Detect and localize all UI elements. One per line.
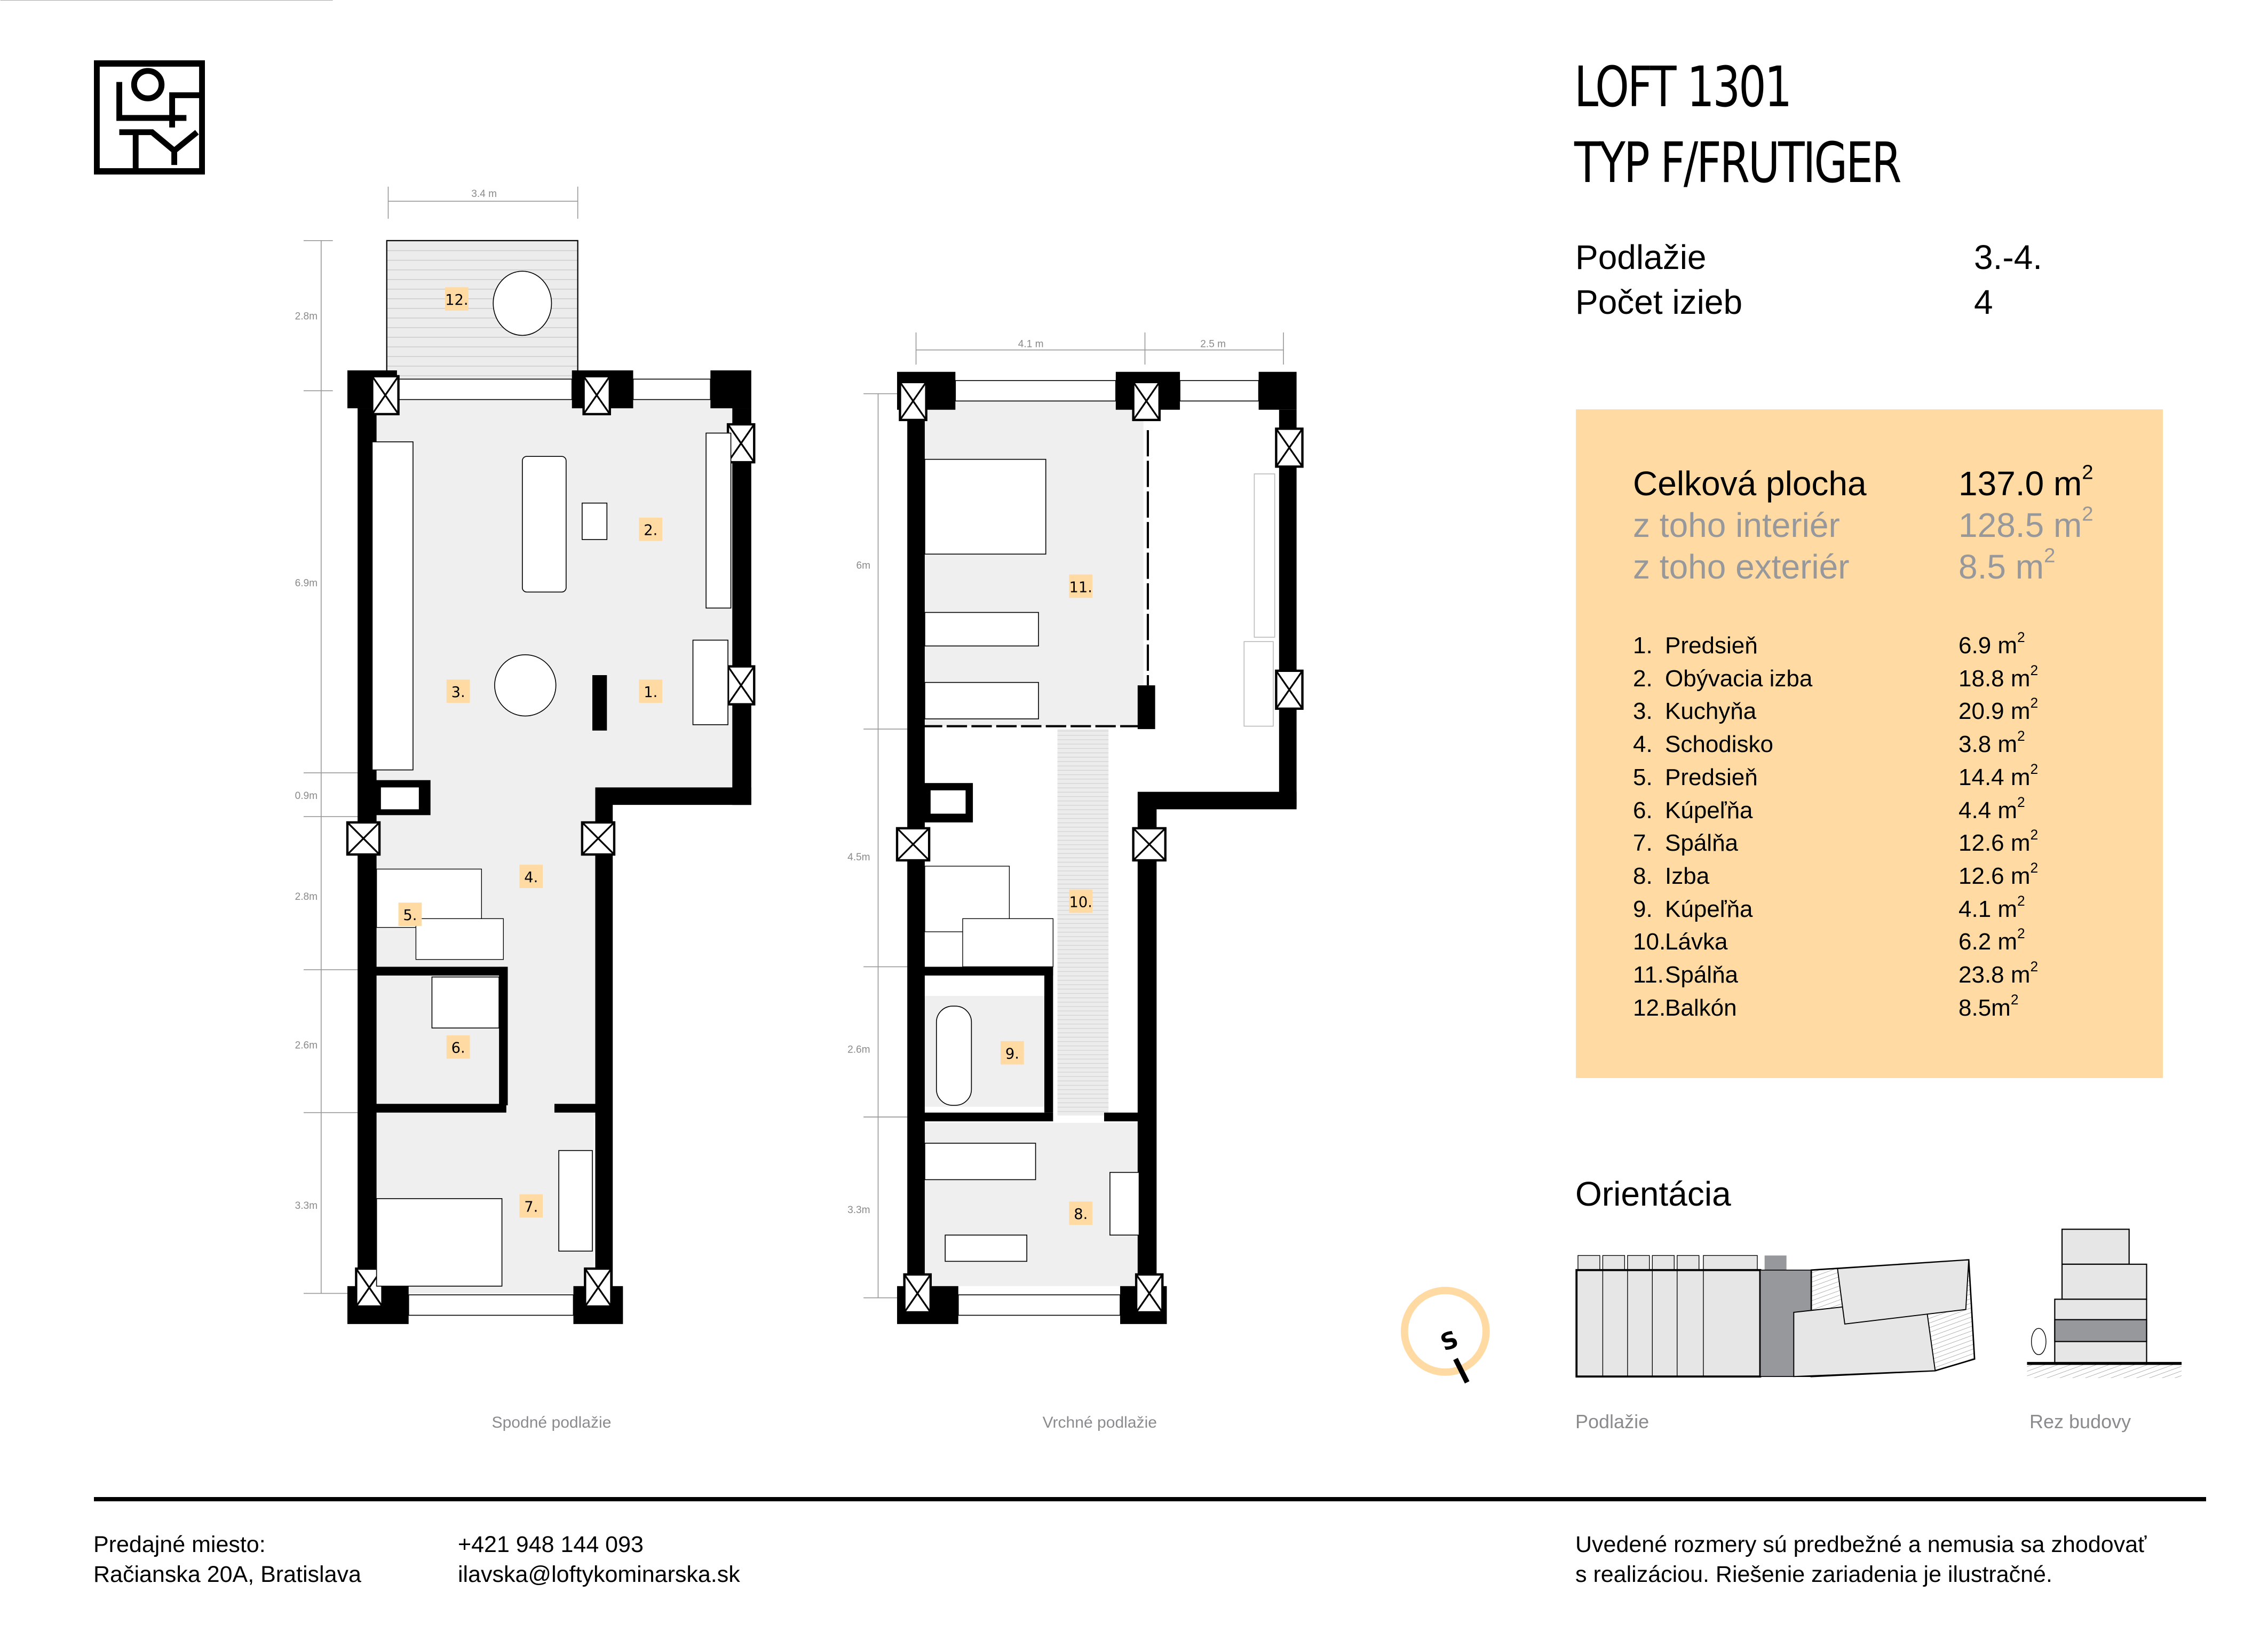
svg-text:5.: 5. [403,907,417,924]
svg-text:4.: 4. [524,869,538,886]
building-floor-diagram [1575,1255,1976,1378]
walkway [1057,729,1109,1116]
exterior-area-row: z toho exteriér 8.5 m2 [1633,544,2093,588]
svg-text:10.: 10. [1069,894,1092,910]
svg-text:4.1 m: 4.1 m [1018,338,1044,350]
lofty-logo [94,60,205,175]
orientation-heading: Orientácia [1575,1175,1731,1213]
interior-area-row: z toho interiér 128.5 m2 [1633,504,2093,546]
svg-text:2.6m: 2.6m [847,1044,870,1056]
area-panel: Celková plocha 137.0 m2 z toho interiér … [1576,409,2163,1078]
disclaimer-line-1: Uvedené rozmery sú predbežné a nemusia s… [1575,1532,2147,1557]
svg-text:3.3m: 3.3m [295,1200,318,1212]
lower-stairs [376,868,504,960]
upper-furniture [924,458,1140,1262]
meta-value: 4 [1974,283,1993,321]
interior-area-value: 128.5 m2 [1958,502,2093,544]
meta-floor-row: Podlažie 3.-4. [1575,235,2042,280]
disclaimer: Uvedené rozmery sú predbežné a nemusia s… [1575,1530,2146,1589]
lower-dimension-lines [0,0,578,1294]
exterior-area-label: z toho exteriér [1633,548,1850,586]
svg-text:12.: 12. [445,292,468,308]
interior-area-label: z toho interiér [1633,506,1840,544]
meta-label: Podlažie [1575,238,1707,276]
email-link[interactable]: ilavska@loftykominarska.sk [458,1562,740,1587]
lower-floor-caption: Spodné podlažie [492,1414,612,1431]
building-section-diagram [2027,1229,2182,1378]
upper-floor-caption: Vrchné podlažie [1043,1414,1157,1431]
phone-link[interactable]: +421 948 144 093 [458,1532,644,1557]
svg-text:1.: 1. [644,684,657,701]
svg-text:2.8m: 2.8m [295,311,318,322]
svg-text:3.3m: 3.3m [847,1205,870,1216]
upper-dimension-labels: 4.1 m 2.5 m 6m 4.5m 2.6m 3.3m [847,338,1226,1216]
sales-address: Račianska 20A, Bratislava [93,1562,361,1587]
svg-text:6.: 6. [451,1040,465,1057]
svg-text:2.6m: 2.6m [295,1040,318,1051]
svg-text:4.5m: 4.5m [847,852,870,863]
svg-text:3.: 3. [451,684,465,701]
meta-value: 3.-4. [1974,238,2043,276]
floor-diagram-caption: Podlažie [1575,1411,1650,1432]
upper-floor-plan: 4.1 m 2.5 m 6m 4.5m 2.6m 3.3m [847,332,1302,1431]
compass-south-letter: S [1437,1325,1462,1357]
area-summary: Celková plocha 137.0 m2 z toho interiér … [1633,461,2093,588]
title-line-1: LOFT 1301 [1574,54,1792,120]
title-line-2: TYP F/FRUTIGER [1574,130,1902,195]
total-area-row: Celková plocha 137.0 m2 [1633,461,2093,504]
total-area-label: Celková plocha [1633,464,1867,503]
exterior-area-value: 8.5 m2 [1958,544,2056,586]
sales-point: Predajné miesto: Račianska 20A, Bratisla… [93,1530,361,1589]
section-diagram-caption: Rez budovy [2029,1411,2131,1432]
lower-furniture [371,432,732,1287]
svg-text:2.: 2. [644,522,657,539]
meta-label: Počet izieb [1575,283,1743,321]
lower-room-labels: 12. 2. 3. 1. 4. 5. 6. 7. [398,287,663,1218]
svg-text:8.: 8. [1074,1206,1088,1223]
sales-label: Predajné miesto: [93,1532,266,1557]
balcony-table [493,271,552,336]
svg-text:11.: 11. [1069,579,1092,596]
svg-text:2.8m: 2.8m [295,891,318,902]
svg-text:2.5 m: 2.5 m [1200,338,1226,350]
svg-text:9.: 9. [1005,1046,1019,1063]
svg-text:6m: 6m [857,560,871,572]
svg-text:3.4 m: 3.4 m [471,188,497,200]
disclaimer-line-2: s realizáciou. Riešenie zariadenia je il… [1575,1562,2052,1587]
svg-text:0.9m: 0.9m [295,790,318,802]
compass: S [1400,1287,1490,1384]
unit-meta: Podlažie 3.-4. Počet izieb 4 [1575,235,2042,324]
svg-text:7.: 7. [524,1199,538,1215]
contact-info: +421 948 144 093 ilavska@loftykominarska… [458,1530,740,1589]
lower-floor-plan: 3.4 m 2.8m 6.9m 0.9m 2.8m 2.6m 3.3m [0,0,755,1431]
svg-text:6.9m: 6.9m [295,577,318,589]
footer-divider [94,1497,2206,1501]
upper-room-labels: 11. 10. 9. 8. [1001,574,1093,1225]
lower-dimension-labels: 3.4 m 2.8m 6.9m 0.9m 2.8m 2.6m 3.3m [295,188,497,1212]
meta-rooms-row: Počet izieb 4 [1575,280,2042,324]
total-area-value: 137.0 m2 [1958,461,2093,503]
page-title: LOFT 1301 TYP F/FRUTIGER [1574,49,1902,201]
